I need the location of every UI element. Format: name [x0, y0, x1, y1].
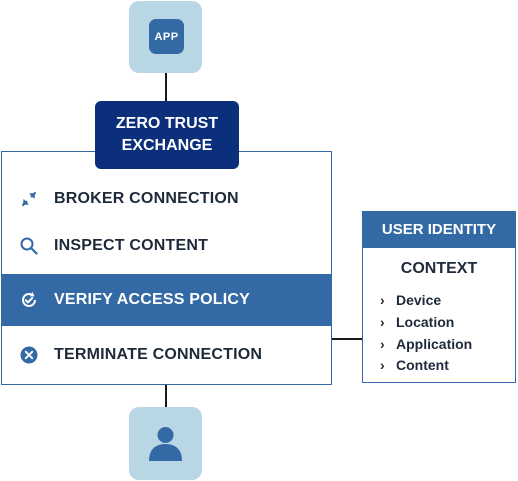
context-title: CONTEXT: [400, 260, 478, 277]
connector-panel-identity: [331, 338, 362, 340]
connector-app-exchange: [165, 73, 167, 101]
expand-arrows-icon: [17, 187, 41, 211]
context-item-location: ›Location: [380, 314, 455, 330]
action-inspect-content: INSPECT CONTENT: [2, 221, 331, 271]
action-broker-connection: BROKER CONNECTION: [2, 174, 331, 224]
action-verify-access-policy: VERIFY ACCESS POLICY: [2, 274, 331, 326]
action-label: INSPECT CONTENT: [54, 237, 209, 254]
action-label: TERMINATE CONNECTION: [54, 346, 263, 363]
user-tile: [129, 407, 202, 480]
context-item-application: ›Application: [380, 336, 473, 352]
app-icon: APP: [149, 19, 184, 54]
refresh-check-icon: [17, 288, 41, 312]
context-item-content: ›Content: [380, 357, 449, 373]
action-label: VERIFY ACCESS POLICY: [54, 291, 251, 308]
exchange-title-line2: EXCHANGE: [121, 137, 213, 154]
action-label: BROKER CONNECTION: [54, 190, 239, 207]
person-icon: [147, 424, 184, 467]
chevron-right-icon: ›: [380, 336, 385, 352]
user-identity-header: USER IDENTITY: [362, 211, 516, 248]
context-item-device: ›Device: [380, 292, 442, 308]
exchange-title-line1: ZERO TRUST: [115, 115, 219, 132]
close-circle-icon: [17, 343, 41, 367]
zero-trust-exchange-header: ZERO TRUST EXCHANGE: [95, 101, 239, 169]
exchange-panel: BROKER CONNECTION INSPECT CONTENT VERIFY…: [1, 151, 332, 385]
action-terminate-connection: TERMINATE CONNECTION: [2, 330, 331, 380]
chevron-right-icon: ›: [380, 292, 385, 308]
connector-panel-user: [165, 384, 167, 407]
magnifier-icon: [17, 234, 41, 258]
chevron-right-icon: ›: [380, 357, 385, 373]
chevron-right-icon: ›: [380, 314, 385, 330]
